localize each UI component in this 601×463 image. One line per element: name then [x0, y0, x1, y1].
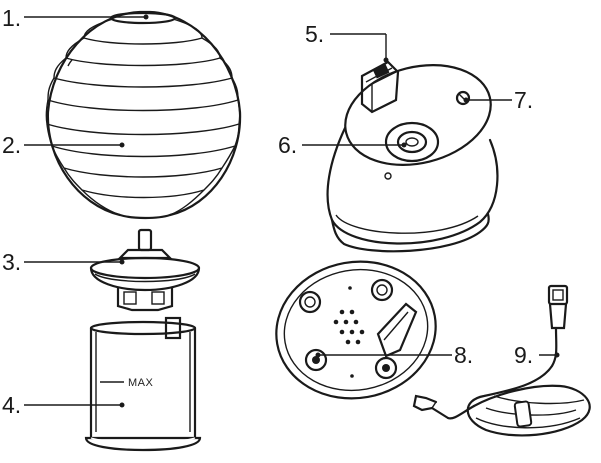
- ribbed-cover: [45, 10, 242, 220]
- open-base: [326, 60, 499, 253]
- label-4: 4.: [2, 392, 21, 418]
- usb-cable: [412, 284, 591, 437]
- label-9: 9.: [514, 342, 533, 368]
- base-bottom: [275, 260, 437, 400]
- mist-head: [89, 228, 201, 312]
- water-tank: MAX: [84, 316, 202, 452]
- label-7: 7.: [514, 87, 533, 113]
- label-8: 8.: [454, 342, 473, 368]
- label-1: 1.: [2, 5, 21, 31]
- max-marking: MAX: [128, 377, 154, 389]
- label-6: 6.: [278, 132, 297, 158]
- label-2: 2.: [2, 132, 21, 158]
- label-3: 3.: [2, 249, 21, 275]
- label-5: 5.: [305, 21, 324, 47]
